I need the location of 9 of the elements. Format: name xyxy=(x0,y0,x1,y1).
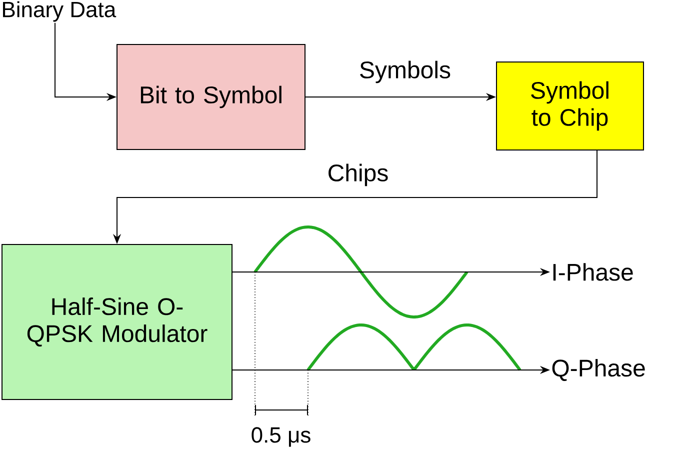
process-box: Symbol to Chip xyxy=(496,62,644,150)
edge-label: Symbols xyxy=(358,60,452,84)
dimension-label: 0.5 μs xyxy=(252,427,310,447)
text-label: Binary Data xyxy=(3,1,116,22)
edge-label: Chips xyxy=(326,162,390,188)
process-box: Half-Sine O-QPSK Modulator xyxy=(2,244,232,400)
text-label: Q-Phase xyxy=(552,359,645,381)
text-label: I-Phase xyxy=(553,263,633,281)
process-box: Bit to Symbol xyxy=(116,44,306,150)
